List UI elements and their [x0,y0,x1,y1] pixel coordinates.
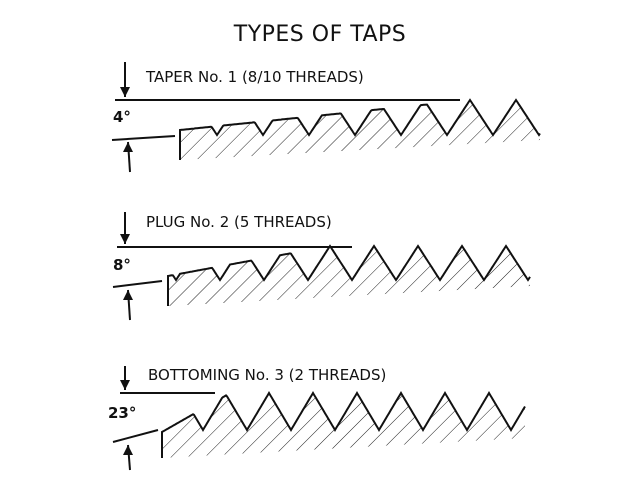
taper-angle: 4° [113,108,131,126]
taper-label: TAPER No. 1 (8/10 THREADS) [146,68,364,86]
diagram-title: TYPES OF TAPS [233,22,407,47]
thread-profile [161,391,526,458]
arrow-up-head [123,142,133,152]
plug-angle: 8° [113,256,131,274]
plug-label: PLUG No. 2 (5 THREADS) [146,213,332,231]
thread-hatch [162,393,525,458]
chamfer-angle-line [112,429,159,443]
arrow-down-head [120,234,130,244]
bottoming-label: BOTTOMING No. 3 (2 THREADS) [148,366,387,384]
chamfer-angle-line [111,135,176,141]
thread-profile [179,98,541,160]
thread-profile [167,244,531,306]
thread-hatch [180,100,540,160]
arrow-up-head [123,445,133,455]
chamfer-angle-line [112,280,163,288]
bottoming-angle: 23° [108,404,137,422]
arrow-down-head [120,87,130,97]
arrow-up-head [123,290,133,300]
arrow-down-head [120,380,130,390]
